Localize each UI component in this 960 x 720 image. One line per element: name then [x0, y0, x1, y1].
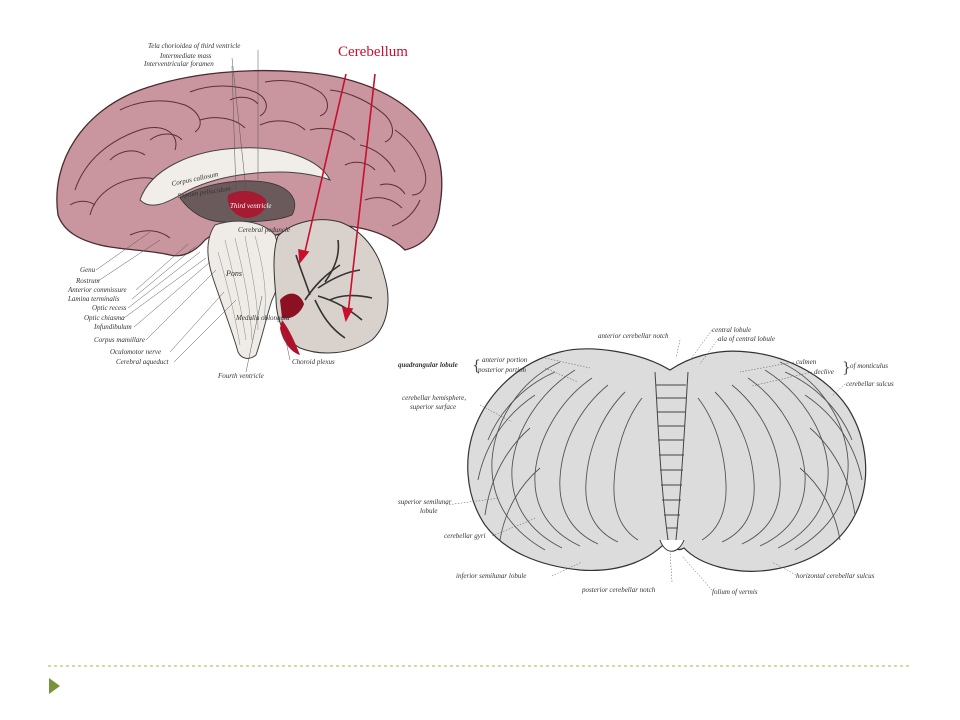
- label-semilunar: superior semilunar: [398, 498, 452, 506]
- brace-right: }: [842, 360, 851, 376]
- label-folium: folium of vermis: [712, 588, 758, 596]
- label-central-lobule: central lobule: [712, 326, 751, 334]
- label-optic-chiasma: Optic chiasma: [84, 314, 125, 322]
- arbor-vitae: [295, 239, 373, 339]
- brace-left: {: [472, 358, 481, 374]
- label-lobule: lobule: [420, 507, 438, 515]
- footer-bullet-triangle: [49, 678, 60, 694]
- label-tela: Tela chorioidea of third ventricle: [148, 42, 240, 50]
- label-anterior-notch: anterior cerebellar notch: [598, 332, 669, 340]
- label-third-ventricle: Third ventricle: [230, 202, 272, 210]
- superior-cerebellum-illustration: anterior cerebellar notch central lobule…: [398, 326, 894, 596]
- label-inferior-semilunar: inferior semilunar lobule: [456, 572, 526, 580]
- superior-leader-lines: [445, 329, 846, 591]
- label-superior-surface: superior surface: [410, 403, 456, 411]
- label-lamina: Lamina terminalis: [67, 295, 120, 303]
- choroid-plexus-shape: [280, 320, 300, 355]
- label-cerebellar-sulcus: cerebellar sulcus: [846, 380, 894, 388]
- label-genu: Genu: [80, 266, 96, 274]
- label-rostrum: Rostrum: [75, 277, 100, 285]
- label-infundibulum: Infundibulum: [93, 323, 132, 331]
- label-posterior-notch: posterior cerebellar notch: [581, 586, 656, 594]
- label-culmen: culmen: [796, 358, 817, 366]
- label-hemisphere: cerebellar hemisphere,: [402, 394, 466, 402]
- label-anterior-portion: anterior portion: [482, 356, 528, 364]
- corpus-callosum-shape: [139, 147, 332, 206]
- label-medulla: Medulla oblongata: [235, 314, 290, 322]
- label-anterior-commissure: Anterior commissure: [67, 286, 127, 294]
- label-posterior-portion: posterior portion: [477, 366, 527, 374]
- left-leader-lines: [95, 231, 291, 373]
- label-oculomotor: Oculomotor nerve: [110, 348, 161, 356]
- label-monticulus: of monticulus: [850, 362, 888, 370]
- label-cerebral-peduncle: Cerebral peduncle: [238, 226, 290, 234]
- fourth-ventricle-shape: [280, 293, 304, 319]
- label-horizontal: horizontal cerebellar sulcus: [796, 572, 875, 580]
- label-corpus-mamillare: Corpus mamillare: [94, 336, 145, 344]
- cerebellum-title: Cerebellum: [338, 44, 408, 60]
- cerebellum-sagittal-shape: [273, 219, 389, 354]
- brainstem-striations: [217, 235, 266, 346]
- posterior-notch-shape: [659, 539, 685, 552]
- label-aqueduct: Cerebral aqueduct: [116, 358, 169, 366]
- sagittal-brain-illustration: Corpus callosum Septum pellucidum Third …: [56, 42, 443, 380]
- third-ventricle-shape: [227, 190, 267, 218]
- cerebellar-folia: [477, 361, 863, 551]
- brainstem-shape: [207, 220, 281, 359]
- label-fourth-ventricle: Fourth ventricle: [217, 372, 264, 380]
- label-quadrangular: quadrangular lobule: [398, 361, 458, 369]
- label-intermediate-mass: Intermediate mass: [159, 52, 212, 60]
- label-declive: declive: [814, 368, 834, 376]
- label-choroid: Choroid plexus: [292, 358, 335, 366]
- label-interventricular: Interventricular foramen: [143, 60, 214, 68]
- label-ala: ala of central lobule: [718, 335, 775, 343]
- label-optic-recess: Optic recess: [92, 304, 127, 312]
- label-pons: Pons: [225, 269, 242, 278]
- vermis-band: [654, 371, 689, 541]
- label-gyri: cerebellar gyri: [444, 532, 486, 540]
- cerebellum-arrows: [298, 73, 376, 323]
